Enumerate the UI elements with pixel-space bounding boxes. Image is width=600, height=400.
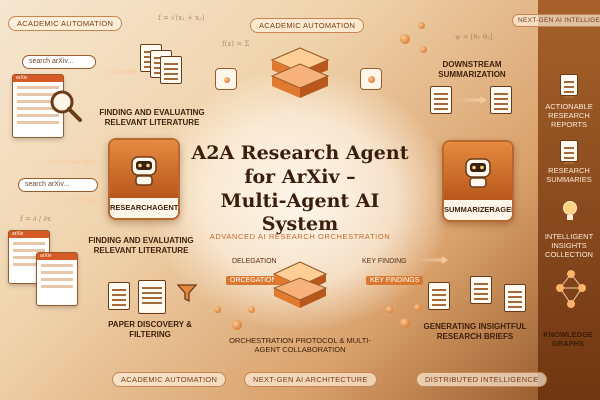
right-item-insights: Intelligent Insights Collection: [544, 232, 594, 259]
knowledge-graph-icon: [556, 270, 586, 308]
formula: ψ = [θ₁ θ₂]: [455, 33, 493, 41]
pill-academic-automation-center: Academic Automation: [250, 18, 365, 33]
arxiv-label: arXiv: [9, 231, 49, 238]
flow-arrow: [40, 196, 104, 204]
formula: f = ∂ / ∂x: [20, 215, 51, 223]
robot-icon: [465, 158, 491, 188]
summarizer-agent-card[interactable]: SummarizerAgent: [442, 140, 514, 222]
arxiv-label: arXiv: [13, 75, 63, 82]
network-node: [224, 77, 230, 83]
page-subtitle: Advanced AI Research Orchestration: [209, 232, 391, 241]
paper-discovery-label: Paper Discovery & Filtering: [108, 320, 192, 339]
right-output-panel: [538, 0, 600, 400]
flow-arrow: [20, 158, 100, 166]
summary-icon: [560, 140, 578, 162]
downstream-label: Downstream Summarization: [438, 60, 506, 79]
flow-arrow: [455, 96, 487, 104]
pill-next-gen-architecture: Next-Gen AI Architecture: [244, 372, 377, 387]
lightbulb-icon: [563, 201, 577, 220]
formula: f = √(x₁ + x₂): [158, 14, 205, 22]
finding-label-top: Finding and Evaluating Relevant Literatu…: [99, 108, 205, 127]
right-item-knowledge-graphs: Knowledge Graphs: [543, 330, 593, 348]
search-input-mid[interactable]: search arXiv...: [18, 178, 98, 192]
arxiv-label: arXiv: [37, 253, 77, 260]
document-icon: [504, 284, 526, 312]
formula: f(x) = Σ: [222, 40, 250, 48]
delegation-label: Delegation: [232, 258, 277, 265]
document-icon: [138, 280, 166, 314]
pill-next-gen-intelligence: Next-Gen AI Intelligence: [512, 14, 600, 27]
magnifier-icon: [50, 90, 82, 122]
flow-arrow: [96, 68, 138, 76]
protocol-stack-icon: [270, 47, 330, 98]
flow-arrow: [418, 256, 448, 264]
arxiv-window: arXiv: [36, 252, 78, 306]
pill-distributed-intelligence: Distributed Intelligence: [416, 372, 548, 387]
filter-icon: [176, 284, 198, 303]
generating-label: Generating Insightful Research Briefs: [423, 322, 527, 341]
pill-academic-automation: Academic Automation: [8, 16, 123, 31]
document-icon: [428, 282, 450, 310]
summarizer-agent-label: SummarizerAgent: [444, 205, 514, 214]
network-node: [214, 306, 221, 313]
pill-academic-automation-bottom: Academic Automation: [112, 372, 227, 387]
page-title: A2A Research Agent for ArXiv – Multi-Age…: [191, 142, 409, 236]
key-findings-tag: Key Findings: [366, 276, 424, 285]
right-item-summaries: Research Summaries: [546, 166, 592, 184]
network-node: [414, 304, 421, 311]
document-icon: [160, 56, 182, 84]
network-node: [418, 22, 425, 29]
finding-label-bottom: Finding and Evaluating Relevant Literatu…: [88, 236, 194, 255]
network-node: [400, 34, 410, 44]
network-node: [400, 318, 410, 328]
network-node: [368, 76, 375, 83]
document-icon: [470, 276, 492, 304]
key-finding-label: Key Finding: [362, 258, 407, 265]
orcegation-tag: Orcegation: [226, 276, 281, 285]
robot-icon: [131, 156, 157, 186]
collaboration-stack-icon: [272, 261, 328, 308]
network-node: [386, 306, 393, 313]
orchestration-label: Orchestration Protocol & Multi-Agent Col…: [229, 336, 371, 354]
document-icon: [430, 86, 452, 114]
document-icon: [490, 86, 512, 114]
document-icon: [108, 282, 130, 310]
report-icon: [560, 74, 578, 96]
network-node: [232, 320, 242, 330]
network-node: [248, 306, 255, 313]
network-node: [420, 46, 427, 53]
search-input-top[interactable]: search arXiv...: [22, 55, 96, 69]
right-item-reports: Actionable Research Reports: [545, 102, 593, 129]
